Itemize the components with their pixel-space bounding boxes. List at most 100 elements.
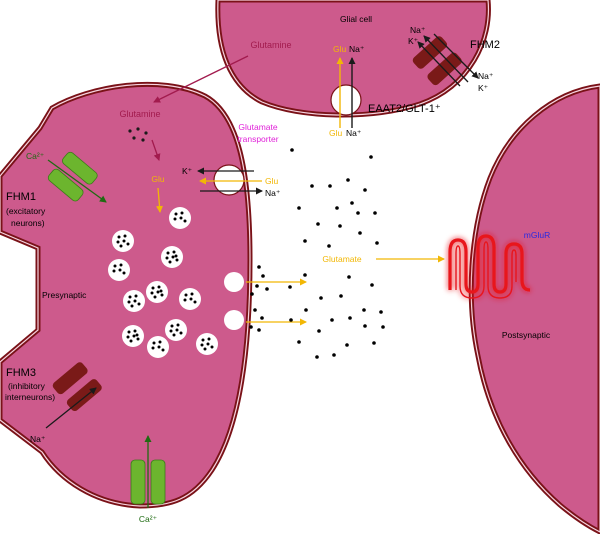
na-fhm3-label: Na⁺ (30, 434, 46, 444)
glutamate-molecule (290, 148, 294, 152)
glutamate-molecule (328, 184, 332, 188)
glutamine-molecules (128, 127, 148, 142)
glutamate-transporter-label-1: Glutamate (238, 122, 277, 132)
glutamate-molecule (288, 285, 292, 289)
fhm2-k-out-label: K⁺ (478, 83, 489, 93)
glu-glial-label: Glu (333, 44, 347, 54)
fhm3-sublabel-2: interneurons) (5, 392, 55, 402)
vesicle (179, 288, 201, 310)
fhm1-channel (47, 151, 98, 202)
glu-glial-bottom-label: Glu (329, 128, 343, 138)
fhm2-na-out-label: Na⁺ (478, 71, 494, 81)
vesicle (165, 319, 187, 341)
glutamate-molecule (362, 308, 366, 312)
na-transporter-label: Na⁺ (265, 188, 281, 198)
glutamate-molecule (297, 340, 301, 344)
glutamine-transfer-arrow (153, 55, 249, 103)
glutamate-molecule (319, 296, 323, 300)
postsynaptic-cell (468, 83, 600, 534)
calcium-influx-arrow-top (47, 159, 107, 203)
glutamate-molecule (317, 329, 321, 333)
fhm1-sublabel-2: neurons) (11, 218, 45, 228)
glutamate-molecule (350, 201, 354, 205)
ca-bottom-label: Ca²⁺ (139, 514, 158, 524)
glutamate-molecule (345, 343, 349, 347)
vesicle (196, 333, 218, 355)
glutamate-molecule (250, 292, 254, 296)
glutamate-molecule (375, 241, 379, 245)
glutamate-molecule (338, 224, 342, 228)
glutamate-molecule (363, 324, 367, 328)
glutamine-glial-label: Glutamine (250, 40, 291, 50)
glutamate-molecule (339, 294, 343, 298)
sodium-influx-arrow (45, 387, 97, 429)
vesicle (122, 325, 144, 347)
glutamate-molecule (327, 244, 331, 248)
glutamate-molecule (346, 178, 350, 182)
fhm2-outward-arrow (433, 33, 479, 79)
glutamate-molecule (249, 325, 253, 329)
glutamate-molecule (372, 341, 376, 345)
glutamate-molecule (369, 155, 373, 159)
fhm2-inward-arrow-2 (417, 41, 461, 87)
fhm2-label: FHM2 (470, 39, 500, 51)
vesicle (123, 290, 145, 312)
calcium-channel-bottom (130, 459, 166, 505)
vesicle (161, 246, 183, 268)
glutamate-molecule (253, 308, 257, 312)
glutamate-cleft-label: Glutamate (322, 254, 361, 264)
glutamate-transporter-label-2: transporter (237, 134, 278, 144)
fhm3-channel (52, 362, 102, 412)
fusing-vesicle-upper (224, 272, 244, 292)
glutamate-molecule (303, 239, 307, 243)
glutamate-molecule (260, 316, 264, 320)
fhm2-inward-arrow-1 (423, 35, 469, 83)
glutamate-molecule (363, 188, 367, 192)
glutamate-molecule (289, 318, 293, 322)
glutamate-molecule (303, 273, 307, 277)
na-glial-bottom-label: Na⁺ (346, 128, 362, 138)
na-glial-top-label: Na⁺ (349, 44, 365, 54)
glutamine-pre-label: Glutamine (119, 109, 160, 119)
fhm3-sublabel-1: (inhibitory (8, 381, 46, 391)
glutamate-molecule (381, 325, 385, 329)
glutamate-molecule (257, 265, 261, 269)
glutamate-transporter (213, 164, 245, 196)
glutamate-molecule (255, 284, 259, 288)
postsynaptic-label: Postsynaptic (502, 330, 551, 340)
fhm1-label: FHM1 (6, 191, 36, 203)
glutamate-molecule (304, 308, 308, 312)
k-transporter-label: K⁺ (182, 166, 193, 176)
eaat2-transporter (330, 84, 362, 116)
vesicle (147, 336, 169, 358)
glutamate-molecule (348, 316, 352, 320)
fhm2-na-in-label: Na⁺ (410, 25, 426, 35)
glutamate-molecule (316, 222, 320, 226)
glutamate-molecule (379, 310, 383, 314)
glutamate-molecule (257, 328, 261, 332)
fhm2-k-in-label: K⁺ (408, 36, 419, 46)
cleft-glutamate-molecules (249, 148, 385, 359)
eaat2-label: EAAT2/GLT-1⁺ (368, 103, 441, 115)
glutamate-molecule (356, 211, 360, 215)
glutamate-molecule (370, 283, 374, 287)
fhm3-label: FHM3 (6, 367, 36, 379)
glu-pre-label: Glu (151, 174, 165, 184)
glutamate-molecule (332, 353, 336, 357)
fhm1-sublabel-1: (excitatory (6, 206, 46, 216)
vesicle (169, 207, 191, 229)
glu-packaging-arrow (156, 187, 163, 213)
synaptic-vesicles (108, 207, 218, 358)
glutamate-molecule (265, 287, 269, 291)
glutamate-molecule (315, 355, 319, 359)
vesicle (146, 281, 168, 303)
glial-cell-label: Glial cell (340, 14, 372, 24)
mglur-label: mGluR (524, 230, 550, 240)
ca-top-label: Ca²⁺ (26, 151, 45, 161)
glutamate-molecule (297, 206, 301, 210)
fhm2-channel (412, 36, 462, 86)
presynaptic-label: Presynaptic (42, 290, 87, 300)
glutamate-molecule (373, 211, 377, 215)
